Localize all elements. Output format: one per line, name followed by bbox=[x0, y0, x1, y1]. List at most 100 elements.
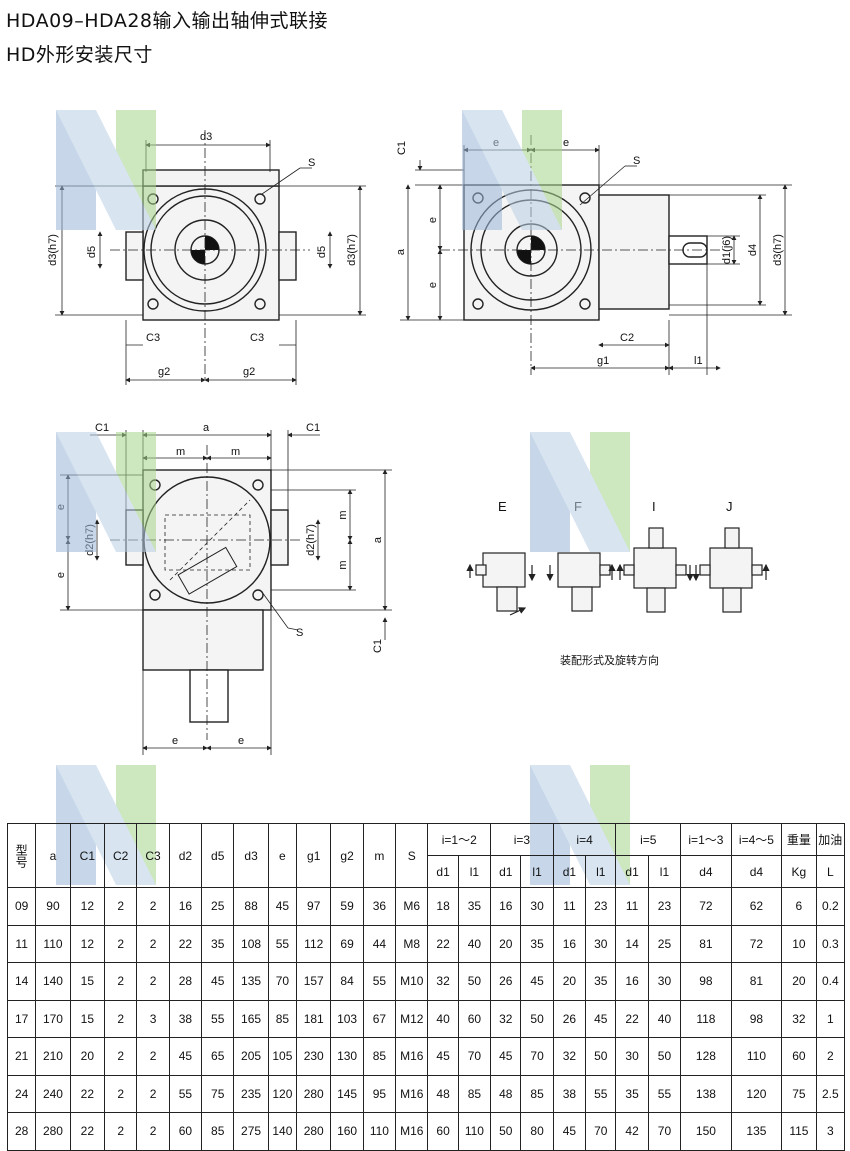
assembly-caption: 装配形式及旋转方向 bbox=[560, 653, 659, 667]
table-cell: M8 bbox=[395, 924, 429, 963]
col-d2: d2 bbox=[168, 823, 203, 888]
table-cell: 140 bbox=[35, 962, 71, 1001]
table-cell: 45 bbox=[267, 887, 298, 926]
table-cell: 35 bbox=[457, 887, 492, 926]
table-cell: 170 bbox=[35, 999, 71, 1038]
table-cell: 60 bbox=[457, 999, 492, 1038]
table-cell: 2.5 bbox=[815, 1074, 846, 1113]
label-d4: d4 bbox=[747, 244, 759, 256]
sub-l1: l1 bbox=[457, 855, 492, 888]
table-cell: 2 bbox=[104, 924, 138, 963]
col-d5: d5 bbox=[201, 823, 235, 888]
table-cell: 55 bbox=[362, 962, 397, 1001]
table-cell: 55 bbox=[168, 1074, 203, 1113]
sub-l1: l1 bbox=[520, 855, 554, 888]
table-cell: 128 bbox=[680, 1037, 732, 1076]
header-row-1: 型号 a C1 C2 C3 d2 d5 d3 e g1 g2 m S i=1～2… bbox=[6, 823, 846, 888]
table-cell: 81 bbox=[730, 962, 783, 1001]
table-cell: 16 bbox=[552, 924, 587, 963]
table-cell: 2 bbox=[136, 924, 170, 963]
table-cell: 2 bbox=[104, 887, 138, 926]
label-m-left: m bbox=[176, 446, 185, 458]
sub-l1: l1 bbox=[585, 855, 617, 888]
table-cell: 85 bbox=[457, 1074, 492, 1113]
table-cell: 2 bbox=[136, 962, 170, 1001]
table-cell: 65 bbox=[201, 1037, 235, 1076]
table-cell: 70 bbox=[267, 962, 298, 1001]
table-cell: 40 bbox=[647, 999, 682, 1038]
label-d2h7-right: d2(h7) bbox=[305, 524, 317, 556]
label-e-bottom-left: e bbox=[172, 735, 178, 747]
table-cell: 2 bbox=[136, 887, 170, 926]
table-cell: 26 bbox=[490, 962, 522, 1001]
label-m-v1: m bbox=[337, 510, 349, 519]
label-S-3: S bbox=[296, 627, 303, 639]
sub-L: L bbox=[815, 855, 846, 888]
table-cell: 75 bbox=[781, 1074, 817, 1113]
table-cell: 105 bbox=[267, 1037, 298, 1076]
assembly-label-E: E bbox=[498, 499, 507, 514]
table-cell: 118 bbox=[680, 999, 732, 1038]
table-cell: 85 bbox=[362, 1037, 397, 1076]
col-S: S bbox=[395, 823, 429, 888]
col-model: 型号 bbox=[6, 823, 37, 888]
table-cell: 38 bbox=[168, 999, 203, 1038]
assembly-type-E bbox=[466, 552, 536, 616]
table-cell: 280 bbox=[296, 1074, 332, 1113]
table-cell: 45 bbox=[585, 999, 617, 1038]
table-cell: 72 bbox=[680, 887, 732, 926]
table-cell: 108 bbox=[233, 924, 269, 963]
label-C1-v: C1 bbox=[396, 141, 408, 155]
table-cell: 30 bbox=[615, 1037, 649, 1076]
table-cell: 11 bbox=[552, 887, 587, 926]
sub-d1: d1 bbox=[615, 855, 649, 888]
table-cell: 45 bbox=[427, 1037, 459, 1076]
table-cell: 110 bbox=[457, 1112, 492, 1151]
table-cell: 85 bbox=[267, 999, 298, 1038]
label-d5-left: d5 bbox=[86, 246, 98, 258]
table-cell: 38 bbox=[552, 1074, 587, 1113]
table-cell: 235 bbox=[233, 1074, 269, 1113]
sub-d4: d4 bbox=[730, 855, 783, 888]
table-cell: 35 bbox=[201, 924, 235, 963]
table-cell: 80 bbox=[520, 1112, 554, 1151]
table-cell: 12 bbox=[69, 887, 106, 926]
label-e-top-right: e bbox=[563, 137, 569, 149]
table-cell: 70 bbox=[585, 1112, 617, 1151]
table-cell: 30 bbox=[647, 962, 682, 1001]
table-cell: 35 bbox=[615, 1074, 649, 1113]
table-cell: 2 bbox=[104, 1074, 138, 1113]
table-cell: 98 bbox=[680, 962, 732, 1001]
table-cell: 90 bbox=[35, 887, 71, 926]
spec-table: 型号 a C1 C2 C3 d2 d5 d3 e g1 g2 m S i=1～2… bbox=[6, 823, 846, 1151]
table-cell: 55 bbox=[201, 999, 235, 1038]
table-cell: 97 bbox=[296, 887, 332, 926]
table-cell: 42 bbox=[615, 1112, 649, 1151]
table-cell: 35 bbox=[585, 962, 617, 1001]
table-cell: 48 bbox=[490, 1074, 522, 1113]
table-cell: 69 bbox=[330, 924, 364, 963]
table-cell: 240 bbox=[35, 1074, 71, 1113]
table-cell: 85 bbox=[201, 1112, 235, 1151]
table-cell: 0.3 bbox=[815, 924, 846, 963]
table-cell: 0.4 bbox=[815, 962, 846, 1001]
col-C3: C3 bbox=[136, 823, 170, 888]
label-d3h7-side: d3(h7) bbox=[772, 234, 784, 266]
table-cell: 60 bbox=[168, 1112, 203, 1151]
table-cell: 28 bbox=[6, 1112, 37, 1151]
col-m: m bbox=[362, 823, 397, 888]
col-g2: g2 bbox=[330, 823, 364, 888]
table-cell: 23 bbox=[647, 887, 682, 926]
table-cell: 85 bbox=[520, 1074, 554, 1113]
table-cell: 20 bbox=[490, 924, 522, 963]
table-cell: 26 bbox=[552, 999, 587, 1038]
assembly-type-J bbox=[692, 527, 770, 613]
label-a-v: a bbox=[395, 248, 407, 255]
table-cell: 15 bbox=[69, 999, 106, 1038]
front-view bbox=[110, 130, 310, 380]
table-cell: 210 bbox=[35, 1037, 71, 1076]
table-cell: 280 bbox=[35, 1112, 71, 1151]
label-e-left1: e bbox=[55, 504, 67, 510]
table-cell: 120 bbox=[730, 1074, 783, 1113]
